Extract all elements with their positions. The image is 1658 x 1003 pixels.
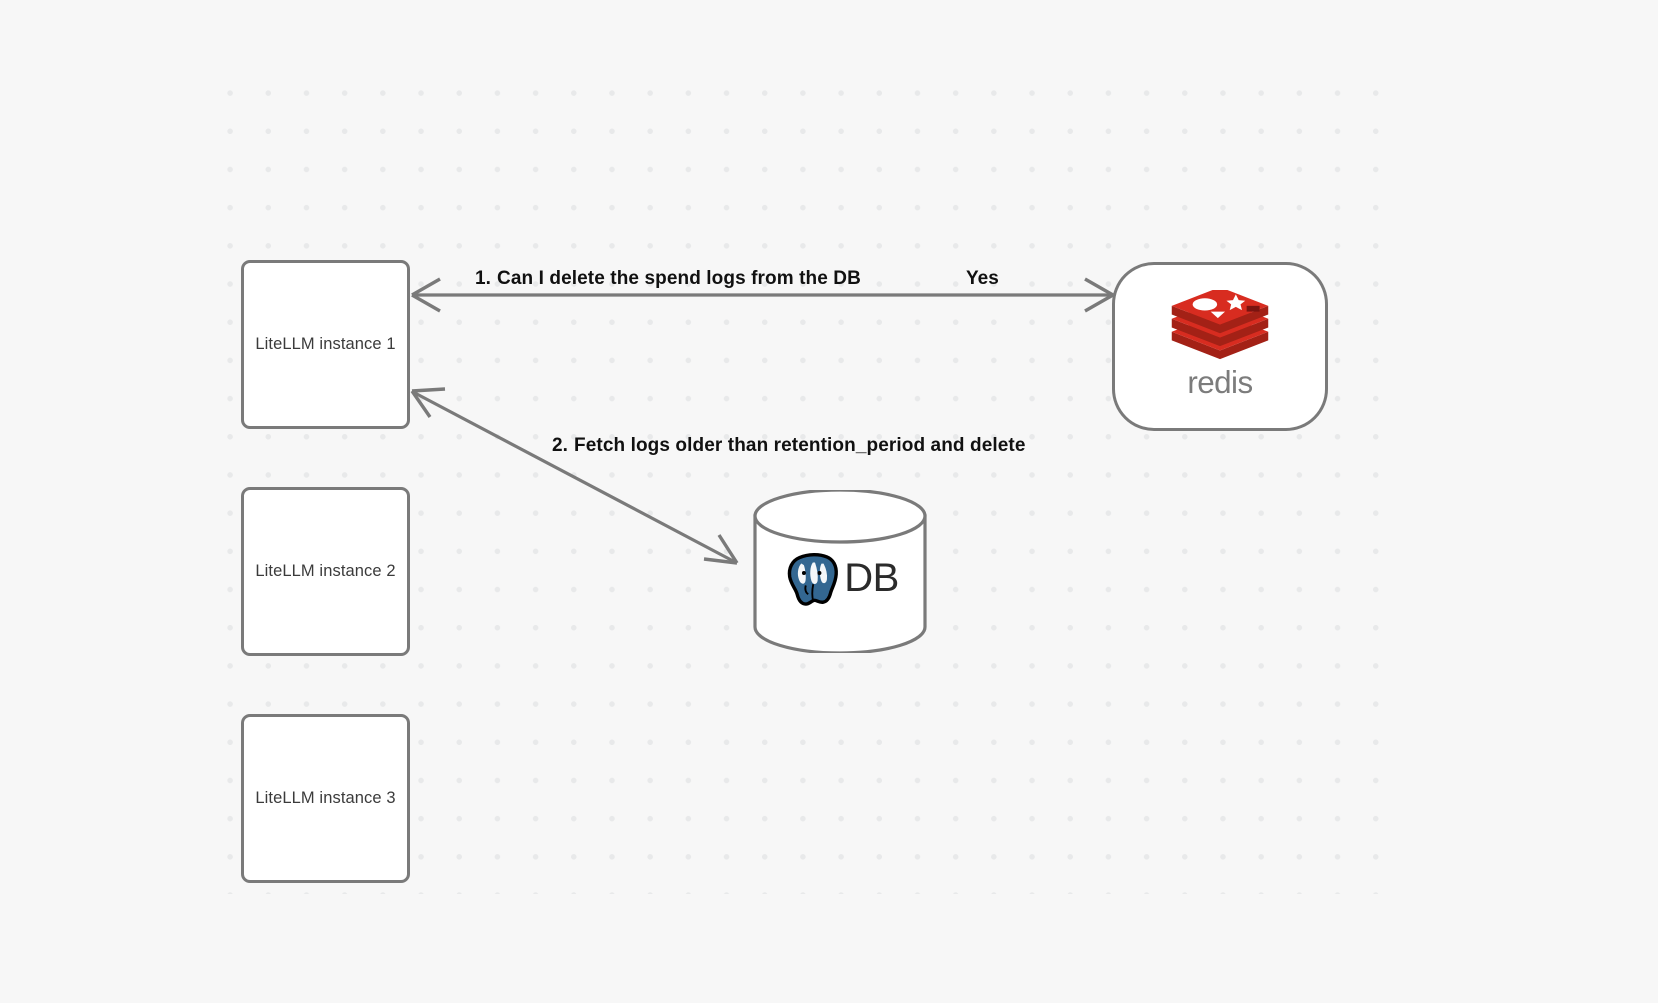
edge-step-number-2: 2. [552,435,569,456]
edge-label-text-yes: Yes [966,268,999,289]
edge-step-number-1: 1. [475,268,492,289]
database-cylinder-shape [753,490,927,653]
edge-label-step-1: 1.Can I delete the spend logs from the D… [475,268,861,290]
edge-instance1-db [410,387,739,565]
edge-label-text-1: Can I delete the spend logs from the DB [497,268,861,289]
database-label: DB [844,556,899,600]
database-content: DB [751,542,929,614]
edge-line-instance1-db [412,390,736,564]
node-database[interactable]: DB [751,490,929,653]
node-litellm-instance-2[interactable]: LiteLLM instance 2 [241,487,410,656]
arrowhead-lower-db [703,534,739,565]
node-redis[interactable]: redis [1112,262,1328,431]
node-label-instance-3: LiteLLM instance 3 [255,789,396,807]
arrowhead-left-instance1 [411,277,441,313]
redis-logo-icon [1171,290,1269,360]
node-label-instance-1: LiteLLM instance 1 [255,335,396,353]
edge-instance1-redis [411,277,1114,313]
edge-label-yes: Yes [966,268,999,290]
edge-label-text-2: Fetch logs older than retention_period a… [574,435,1026,456]
postgresql-elephant-icon [787,552,839,606]
node-litellm-instance-3[interactable]: LiteLLM instance 3 [241,714,410,883]
arrowhead-upper-instance1 [410,387,446,418]
arrowhead-right-redis [1084,277,1114,313]
node-litellm-instance-1[interactable]: LiteLLM instance 1 [241,260,410,429]
svg-text:redis: redis [1187,365,1252,400]
redis-wordmark-text: redis [1187,365,1253,400]
node-label-instance-2: LiteLLM instance 2 [255,562,396,580]
edge-label-step-2: 2.Fetch logs older than retention_period… [552,435,1026,457]
